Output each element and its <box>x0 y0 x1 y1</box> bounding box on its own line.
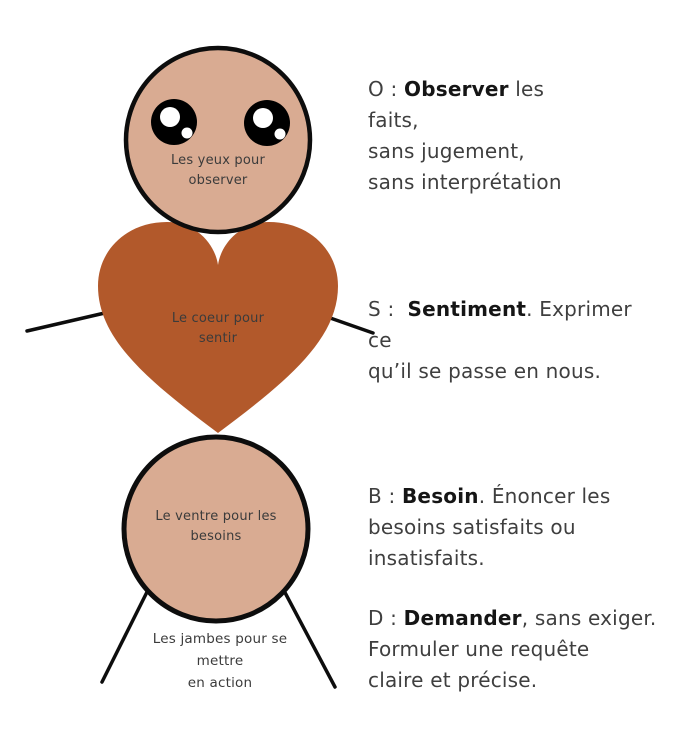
annotation-line: ce <box>368 328 392 352</box>
annotation-line: faits, <box>368 108 419 132</box>
belly-label-line: besoins <box>190 529 242 544</box>
legs-label-line: mettre <box>196 653 244 669</box>
annotation-line: claire et précise. <box>368 668 538 692</box>
heart-label-line: Le coeur pour <box>171 311 265 326</box>
head-label-line: observer <box>188 173 248 188</box>
annotation-line: Formuler une requête <box>368 637 590 661</box>
annotation-after: . Énoncer les <box>478 484 611 508</box>
annotation-demander: D : Demander, sans exiger. Formuler une … <box>368 603 680 696</box>
annotation-after: les <box>508 77 545 101</box>
heart-label-line: sentir <box>198 331 238 346</box>
legs-label: Les jambes pour se mettre en action <box>130 628 310 694</box>
right-eye-icon <box>244 100 290 146</box>
belly-label-line: Le ventre pour les <box>155 509 277 524</box>
annotation-line: insatisfaits. <box>368 546 485 570</box>
annotation-term: Demander <box>403 606 522 630</box>
heart-label: Le coeur pour sentir <box>128 309 308 349</box>
annotation-term: Observer <box>404 77 509 101</box>
annotation-line: qu’il se passe en nous. <box>368 359 602 383</box>
annotation-besoin: B : Besoin. Énoncer les besoins satisfai… <box>368 481 680 574</box>
annotation-line: sans jugement, <box>368 139 525 163</box>
left-eye-icon <box>151 99 197 145</box>
head-circle <box>123 45 313 235</box>
belly-label: Le ventre pour les besoins <box>126 507 306 547</box>
heart-shape <box>98 222 338 433</box>
annotation-term: Sentiment <box>407 297 527 321</box>
belly-circle <box>121 434 311 624</box>
annotation-line: sans interprétation <box>368 170 562 194</box>
annotation-after: . Exprimer <box>526 297 632 321</box>
annotation-observer-headline: O : Observer les <box>368 74 680 105</box>
annotation-demander-headline: D : Demander, sans exiger. <box>368 603 680 634</box>
annotation-besoin-headline: B : Besoin. Énoncer les <box>368 481 680 512</box>
annotation-prefix: O : <box>368 77 404 101</box>
legs-label-line: Les jambes pour se <box>152 631 288 647</box>
annotation-sentiment: S : Sentiment. Exprimer ce qu’il se pass… <box>368 294 680 387</box>
annotation-prefix: B : <box>368 484 402 508</box>
head-label: Les yeux pour observer <box>128 151 308 191</box>
head-label-line: Les yeux pour <box>170 153 266 168</box>
annotation-term: Besoin <box>401 484 479 508</box>
annotation-after: , sans exiger. <box>521 606 657 630</box>
annotation-observer: O : Observer les faits, sans jugement, s… <box>368 74 680 198</box>
annotation-line: besoins satisfaits ou <box>368 515 576 539</box>
annotation-prefix: D : <box>368 606 404 630</box>
annotation-sentiment-headline: S : Sentiment. Exprimer <box>368 294 680 325</box>
annotation-prefix: S : <box>368 297 408 321</box>
legs-label-line: en action <box>187 675 253 691</box>
